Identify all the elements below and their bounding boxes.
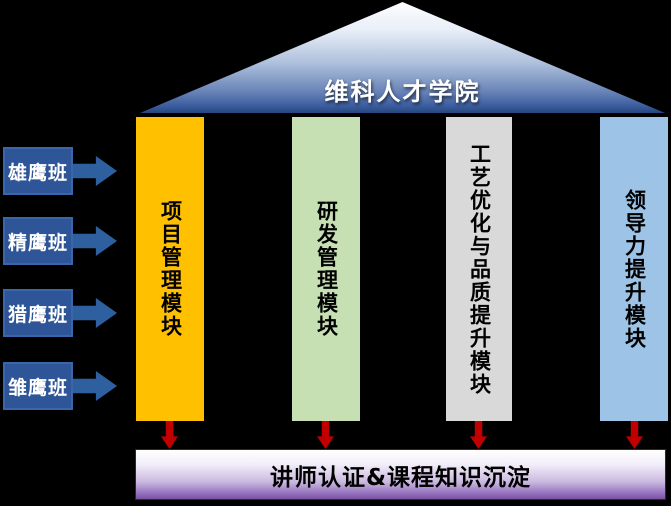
class-box-label: 猎鹰班 [7, 303, 68, 326]
right-arrow-icon [73, 156, 117, 186]
pillar-rd-management: 研发管理模块 [292, 117, 360, 421]
class-box-label: 精鹰班 [7, 231, 68, 254]
pillar-leadership: 领导力提升模块 [600, 117, 668, 421]
right-arrow-icon [73, 371, 117, 401]
right-arrow-icon [73, 226, 117, 256]
footer-label: 讲师认证&课程知识沉淀 [269, 464, 532, 491]
down-arrow-icon [470, 421, 487, 449]
pillar-label: 领导力提升模块 [622, 188, 647, 350]
class-box-label: 雏鹰班 [7, 376, 68, 399]
footer-bar: 讲师认证&课程知识沉淀 [135, 449, 666, 500]
class-box-jingying: 精鹰班 [3, 217, 73, 265]
right-arrow-icon [73, 298, 117, 328]
pillar-label: 研发管理模块 [314, 200, 339, 338]
class-box-lieying: 猎鹰班 [3, 289, 73, 337]
pillar-process-quality: 工艺优化与品质提升模块 [446, 117, 512, 421]
down-arrow-icon [161, 421, 178, 449]
pillar-label: 项目管理模块 [158, 200, 183, 338]
down-arrow-icon [317, 421, 334, 449]
class-box-label: 雄鹰班 [7, 161, 68, 184]
class-box-chuying: 雏鹰班 [3, 362, 73, 410]
pillar-label: 工艺优化与品质提升模块 [467, 142, 492, 396]
down-arrow-icon [626, 421, 643, 449]
academy-title: 维科人才学院 [324, 78, 481, 106]
class-box-xiongying: 雄鹰班 [3, 147, 73, 195]
pillar-project-management: 项目管理模块 [136, 117, 204, 421]
